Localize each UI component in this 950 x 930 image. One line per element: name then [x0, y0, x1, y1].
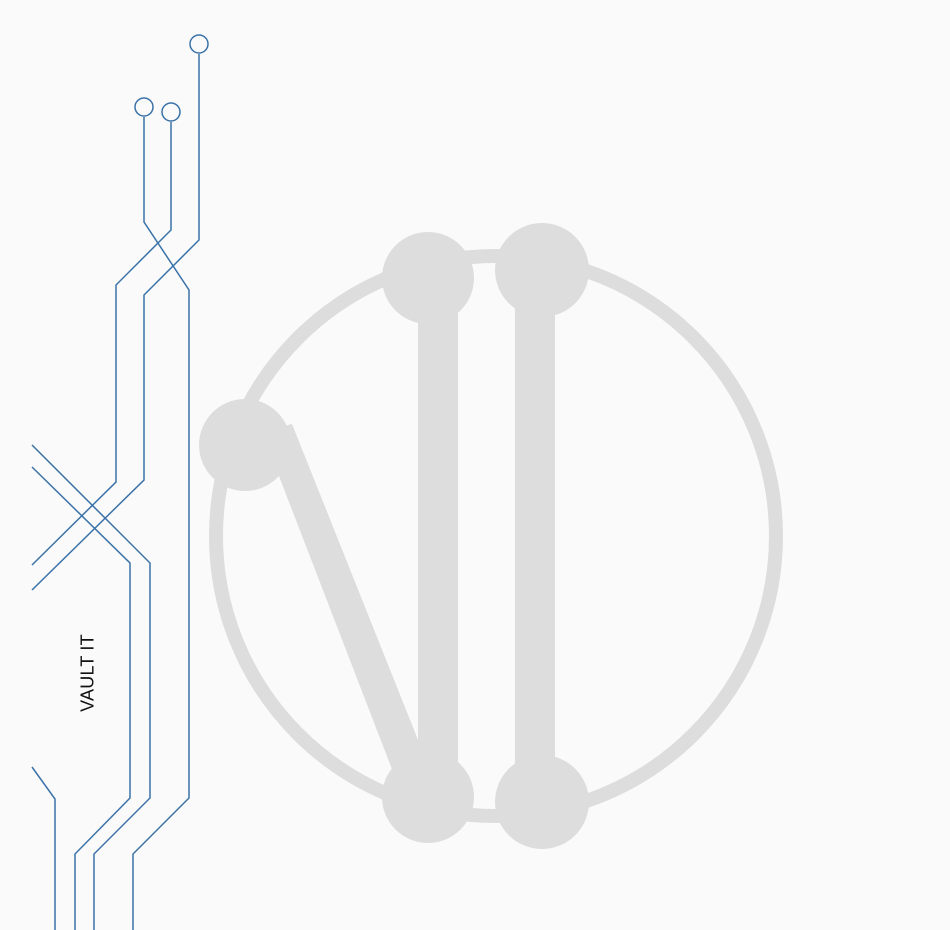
circuit-trace-3: [31, 54, 200, 591]
logo-knob-top-left: [382, 232, 474, 324]
circuit-node-1: [134, 97, 154, 117]
circuit-node-2: [161, 102, 181, 122]
logo-bar-left: [418, 276, 458, 796]
circuit-trace-2: [31, 122, 172, 566]
logo-bar-right: [515, 276, 555, 796]
logo-knob-bottom-left: [382, 751, 474, 843]
logo-knob-bottom-right: [495, 755, 589, 849]
circuit-node-3: [189, 34, 209, 54]
circuit-trace-4: [31, 444, 151, 930]
logo-knob-left: [199, 399, 291, 491]
logo-knob-top-right: [495, 223, 589, 317]
vault-logo-icon: [199, 223, 783, 849]
logo-bar-diagonal: [262, 424, 440, 803]
circuit-trace-6: [31, 766, 56, 930]
circuit-trace-5: [31, 466, 131, 930]
circuit-trace-1: [132, 117, 190, 930]
brand-label: VAULT IT: [77, 634, 98, 712]
circuit-lines-icon: [31, 34, 209, 930]
logo-ring: [209, 249, 783, 823]
